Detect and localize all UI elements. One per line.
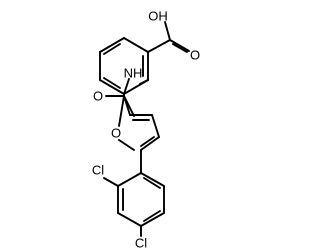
atom-labels: OH O NH O O Cl Cl [92, 9, 200, 250]
bond [140, 212, 165, 227]
benzene-ring-dichlorophenyl [117, 172, 165, 227]
bond [103, 177, 119, 187]
bond [123, 95, 131, 116]
bond [151, 114, 160, 138]
furan-ring [118, 95, 160, 151]
double-bond-inner [172, 43, 188, 53]
atom-label-cl-ortho: Cl [92, 163, 104, 178]
bond [99, 79, 125, 95]
atom-label-o-amide: O [93, 89, 103, 104]
bond [117, 212, 142, 227]
bond [147, 39, 171, 53]
atom-label-oh: OH [148, 9, 168, 24]
double-bond-inner [143, 210, 161, 222]
amide-group [105, 78, 135, 117]
double-bond-inner [103, 77, 121, 89]
atom-label-cl-para: Cl [135, 236, 147, 250]
atom-label-o-furan: O [111, 126, 121, 141]
bond [99, 37, 125, 53]
double-bond-inner [140, 136, 155, 147]
carboxylic-acid-group [147, 21, 190, 53]
double-bond-inner [143, 177, 161, 189]
bond [123, 37, 149, 53]
atom-label-o-carboxyl: O [190, 48, 200, 63]
bond [140, 136, 160, 151]
molecule-structure: OH O NH O O Cl Cl [92, 9, 200, 250]
bond [169, 39, 190, 52]
bond [164, 21, 171, 41]
bond [123, 78, 130, 95]
bond [139, 79, 149, 85]
double-bond-inner [103, 43, 121, 55]
bond [117, 172, 142, 187]
bond [118, 139, 135, 151]
bond [140, 172, 165, 187]
bond [118, 95, 125, 127]
atom-label-nh: NH [124, 66, 143, 81]
